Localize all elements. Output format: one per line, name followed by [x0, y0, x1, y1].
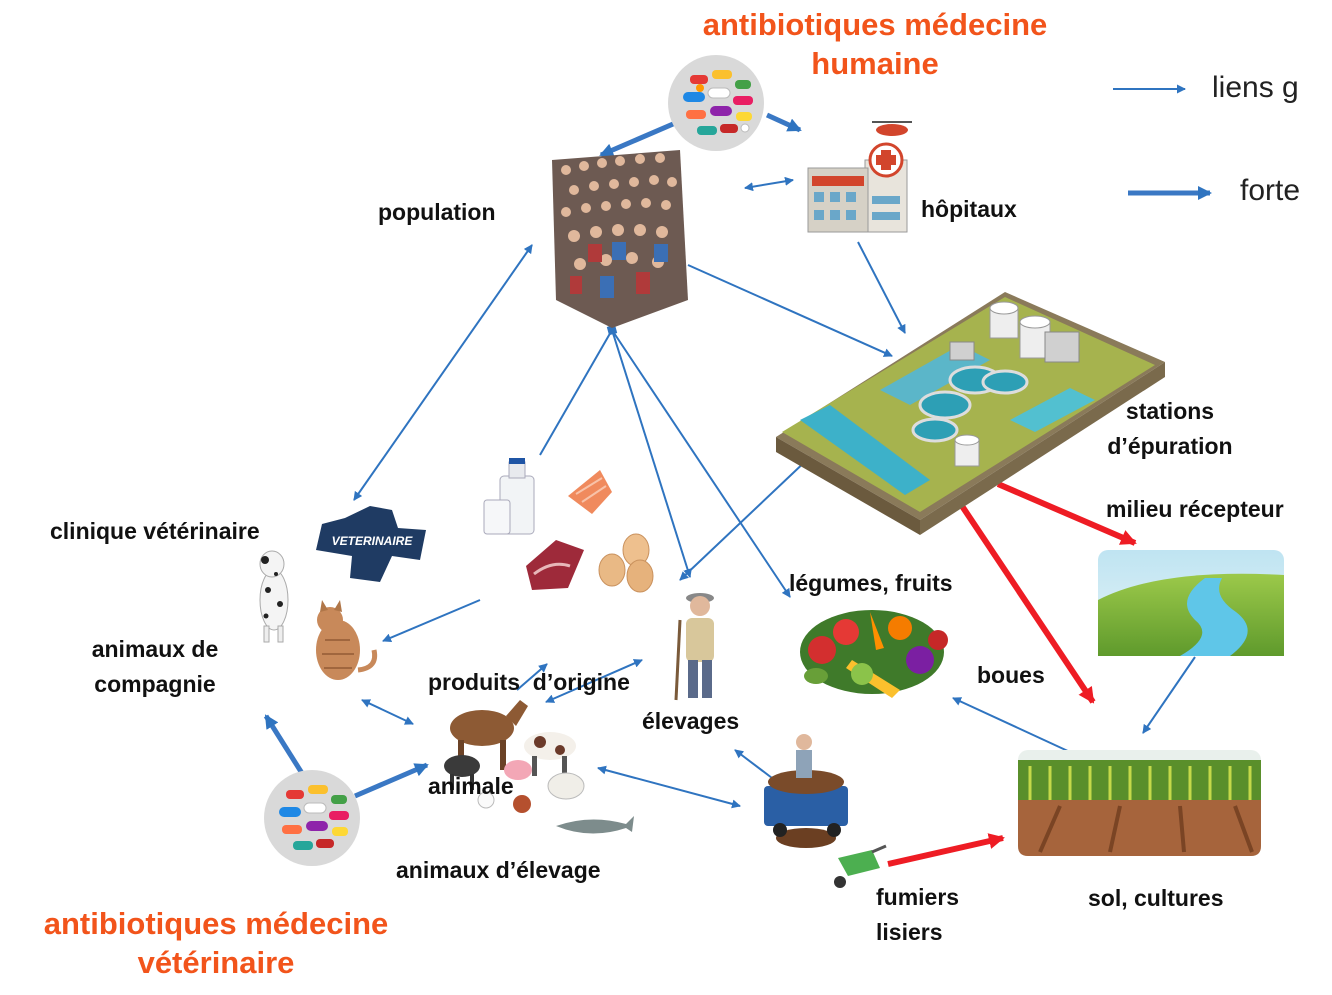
vet-antibiotics-title: antibiotiques médecine vétérinaire — [43, 906, 389, 980]
boues-label: boues — [977, 662, 1045, 688]
farmer-icon — [674, 593, 714, 701]
treatment-plant-icon — [776, 292, 1165, 535]
milk-icon — [483, 458, 535, 535]
thin-links — [353, 84, 1196, 809]
legumes-label: légumes, fruits — [789, 570, 953, 596]
fumiers-label: fumiers lisiers — [876, 884, 960, 945]
milieu-label: milieu récepteur — [1106, 496, 1284, 522]
wheelbarrow-icon — [834, 844, 887, 888]
cat-icon — [316, 600, 378, 680]
compagnie-label: animaux de compagnie — [91, 636, 219, 697]
sol-label: sol, cultures — [1088, 885, 1224, 911]
population-label: population — [378, 199, 496, 225]
hospital-icon — [807, 121, 912, 233]
pills-icon — [264, 770, 360, 866]
crowd-icon — [552, 150, 688, 328]
vegetables-icon — [800, 610, 948, 698]
produits-label: produits d’origine animale — [428, 669, 630, 799]
farm-animals-icon — [444, 700, 634, 834]
strong-links — [263, 112, 1212, 799]
elevages-label: élevages — [642, 708, 740, 734]
crops-icon — [1018, 750, 1261, 856]
river-icon — [1098, 550, 1284, 656]
salmon-icon — [568, 470, 612, 514]
stations-label: stations d’épuration — [1107, 398, 1233, 459]
svg-text:VETERINAIRE: VETERINAIRE — [332, 534, 414, 548]
meat-icon — [526, 540, 584, 590]
legend-thin-label: liens g — [1212, 71, 1299, 104]
hopitaux-label: hôpitaux — [921, 196, 1017, 222]
animaux-elevage-label: animaux d’élevage — [396, 857, 601, 883]
pills-icon — [668, 55, 764, 151]
eggs-icon — [598, 533, 654, 593]
manure-truck-icon — [764, 734, 848, 848]
risk-links — [887, 481, 1137, 867]
legend-thick-label: forte — [1240, 174, 1301, 207]
veterinary-logo-icon: VETERINAIRE — [316, 506, 426, 582]
dog-icon — [259, 550, 289, 643]
clinique-label: clinique vétérinaire — [50, 518, 260, 544]
human-antibiotics-title: antibiotiques médecine humaine — [702, 7, 1048, 81]
